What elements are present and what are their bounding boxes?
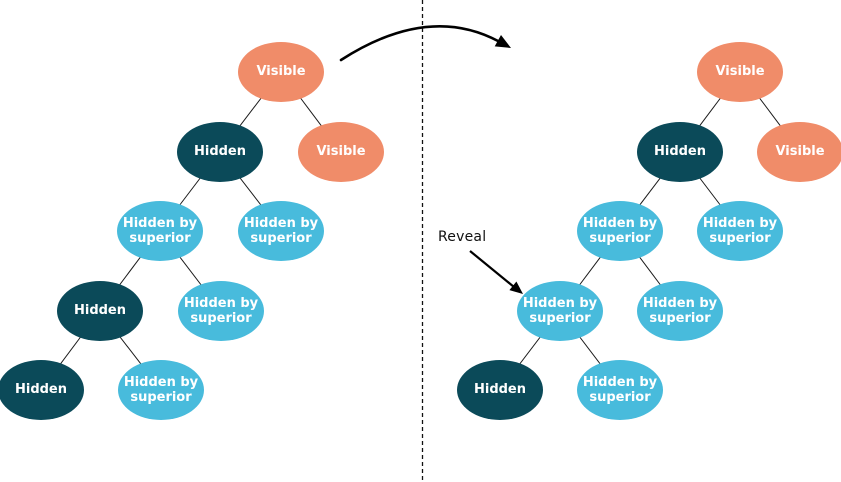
transform-arrow-head-icon [494, 35, 511, 48]
node-hidden: Hidden [637, 122, 723, 182]
node-hidden-by-superior: Hidden by superior [178, 281, 264, 341]
node-visible: Visible [697, 42, 783, 102]
node-hidden-by-superior: Hidden by superior [118, 360, 204, 420]
node-hidden: Hidden [57, 281, 143, 341]
node-hidden-by-superior: Hidden by superior [697, 201, 783, 261]
reveal-arrow-head-icon [509, 281, 523, 294]
node-hidden-by-superior: Hidden by superior [637, 281, 723, 341]
node-hidden: Hidden [457, 360, 543, 420]
reveal-arrow [469, 250, 515, 288]
node-visible: Visible [757, 122, 841, 182]
node-hidden-by-superior: Hidden by superior [517, 281, 603, 341]
node-hidden-by-superior: Hidden by superior [117, 201, 203, 261]
node-hidden: Hidden [0, 360, 84, 420]
reveal-label: Reveal [438, 229, 487, 245]
node-hidden-by-superior: Hidden by superior [238, 201, 324, 261]
transform-arrow [339, 25, 500, 62]
node-hidden-by-superior: Hidden by superior [577, 360, 663, 420]
node-hidden: Hidden [177, 122, 263, 182]
node-visible: Visible [298, 122, 384, 182]
node-hidden-by-superior: Hidden by superior [577, 201, 663, 261]
node-visible: Visible [238, 42, 324, 102]
